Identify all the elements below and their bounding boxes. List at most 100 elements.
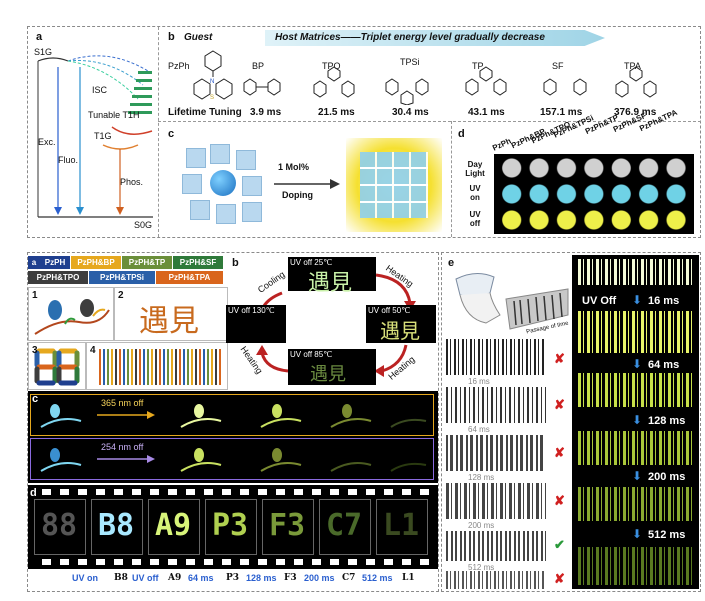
caption-64ms: 64 ms — [188, 573, 214, 583]
barcode-result-4 — [446, 483, 546, 519]
left-time-5: 512 ms — [468, 563, 495, 572]
caption-a9: A9 — [168, 573, 182, 583]
down-arrow-icon-5: ⬇ — [632, 527, 643, 541]
guest-sphere — [210, 170, 236, 196]
caption-uv-off: UV off — [132, 573, 159, 583]
host-value-3: 30.4 ms — [392, 107, 429, 118]
thermal-state-50c: UV off 50℃ 遇見 — [366, 305, 436, 343]
host-name-3: TPSi — [400, 57, 420, 67]
fail-icon-4: ✘ — [554, 493, 565, 508]
panel-label-c: c — [168, 128, 175, 140]
glow-barcode-200 — [578, 487, 693, 521]
panel-label-c2: c — [32, 393, 39, 405]
doping-text: Doping — [282, 190, 313, 200]
panel-a-jablonski: a S1G ISC Tunable T1H T1G Exc. Fluo. Pho… — [28, 27, 158, 237]
doping-amount: 1 Mol% — [278, 162, 310, 172]
doping-arrow — [274, 179, 340, 189]
digit-frame-6: C7 — [319, 499, 371, 555]
caption-p3: P3 — [226, 573, 240, 583]
caption-c7: C7 — [342, 573, 356, 583]
digit-frame-1: 88 — [34, 499, 86, 555]
right-time-2: 64 ms — [648, 359, 680, 371]
divider-a — [158, 27, 159, 237]
caption-f3: F3 — [284, 573, 297, 583]
barcode-result-1 — [446, 339, 546, 375]
item-4-box: 4 — [86, 342, 228, 390]
caption-l1: L1 — [402, 573, 415, 583]
item-2-number: 2 — [118, 290, 124, 301]
host-cube-cluster — [180, 144, 270, 224]
pzph-structure: N S — [193, 50, 233, 101]
fail-icon-5: ✘ — [554, 571, 565, 586]
glow-barcode-uv-on — [578, 259, 693, 285]
panel-d-film: d 88 B8 A9 P3 F3 C7 L1 UV on B8 UV off A… — [28, 485, 438, 591]
item-2-box: 2 遇見 — [114, 287, 228, 341]
digit-frame-4: P3 — [205, 499, 257, 555]
divider-c — [451, 121, 452, 237]
caption-uv-on: UV on — [72, 573, 98, 583]
panel-label-e: e — [448, 257, 455, 269]
s1g-label: S1G — [34, 47, 53, 57]
label-365nm-off: 365 nm off — [101, 398, 144, 408]
exc-label: Exc. — [38, 137, 56, 147]
isc-label: ISC — [92, 85, 108, 95]
glow-barcode-128 — [578, 431, 693, 465]
colored-barcode — [99, 349, 223, 385]
success-icon: ✔ — [554, 537, 565, 552]
chinese-characters: 遇見 — [139, 304, 199, 339]
item-3-number: 3 — [32, 345, 38, 356]
barcode-result-2 — [446, 387, 546, 423]
doped-cube — [346, 138, 442, 232]
host-value-2: 21.5 ms — [318, 107, 355, 118]
glowing-barcode-column: UV Off ⬇ 16 ms ⬇ 64 ms ⬇ 128 ms ⬇ 200 ms… — [572, 255, 699, 589]
fail-icon-3: ✘ — [554, 445, 565, 460]
host-value-1: 3.9 ms — [250, 107, 282, 118]
right-time-4: 200 ms — [648, 471, 686, 483]
label-254nm-off: 254 nm off — [101, 442, 144, 452]
phos-label: Phos. — [120, 177, 144, 187]
right-time-3: 128 ms — [648, 415, 686, 427]
down-arrow-icon-3: ⬇ — [632, 413, 643, 427]
top-frame — [27, 26, 701, 238]
state-25c-label: UV off 25℃ — [290, 258, 333, 267]
digit-frames: 88 B8 A9 P3 F3 C7 L1 — [34, 499, 434, 555]
state-85c-text: 遇見 — [310, 364, 346, 385]
glow-barcode-512 — [578, 547, 693, 585]
panel-label-b2: b — [232, 257, 239, 269]
arrow-365 — [97, 411, 155, 419]
host-name-6: TPA — [624, 61, 641, 71]
host-value-6: 376.9 ms — [614, 107, 657, 118]
legend-tile-5: PzPH&TPO — [28, 271, 88, 284]
panel-c-birds: c 365 nm off — [28, 391, 438, 483]
caption-200ms: 200 ms — [304, 573, 335, 583]
caption-128ms: 128 ms — [246, 573, 277, 583]
panel-d-photos: d PzPh PzPh&BP PzPh&TPO PzPh&TPSi PzPh&T… — [452, 108, 700, 237]
host-value-4: 43.1 ms — [468, 107, 505, 118]
caption-b8: B8 — [114, 573, 128, 583]
s0g-label: S0G — [134, 220, 153, 230]
bird-sequence-254 — [40, 448, 427, 472]
energy-level-diagram — [37, 55, 153, 218]
down-arrow-icon-4: ⬇ — [632, 469, 643, 483]
film-captions: UV on B8 UV off A9 64 ms P3 128 ms F3 20… — [28, 571, 438, 589]
legend-tile-6: PzPH&TPSi — [89, 271, 155, 284]
thermal-state-130c: UV off 130℃ — [226, 305, 286, 343]
thermal-state-85c: UV off 85℃ 遇見 — [288, 349, 376, 385]
item-4-number: 4 — [90, 345, 96, 356]
item-1-number: 1 — [32, 290, 38, 301]
barcode-result-5 — [446, 531, 546, 561]
t1g-label: T1G — [94, 131, 112, 141]
down-arrow-icon-1: ⬇ — [632, 293, 643, 307]
right-time-5: 512 ms — [648, 529, 686, 541]
bird-row-365: 365 nm off — [30, 394, 434, 436]
film-holes-top — [42, 489, 434, 495]
panel-label-a: a — [36, 31, 43, 43]
item-3-box: 3 — [28, 342, 86, 390]
glow-barcode-16 — [578, 311, 693, 353]
panel-a-legend: a PzPH PzPH&BP PzPH&TP PzPH&SF PzPH&TPO … — [28, 253, 228, 345]
scanner-hand-illustration — [455, 273, 569, 330]
lifetime-tuning: Lifetime Tuning — [168, 107, 242, 118]
bird-row-254: 254 nm off — [30, 438, 434, 480]
film-holes-bottom — [42, 559, 434, 565]
left-time-3: 128 ms — [468, 473, 495, 482]
